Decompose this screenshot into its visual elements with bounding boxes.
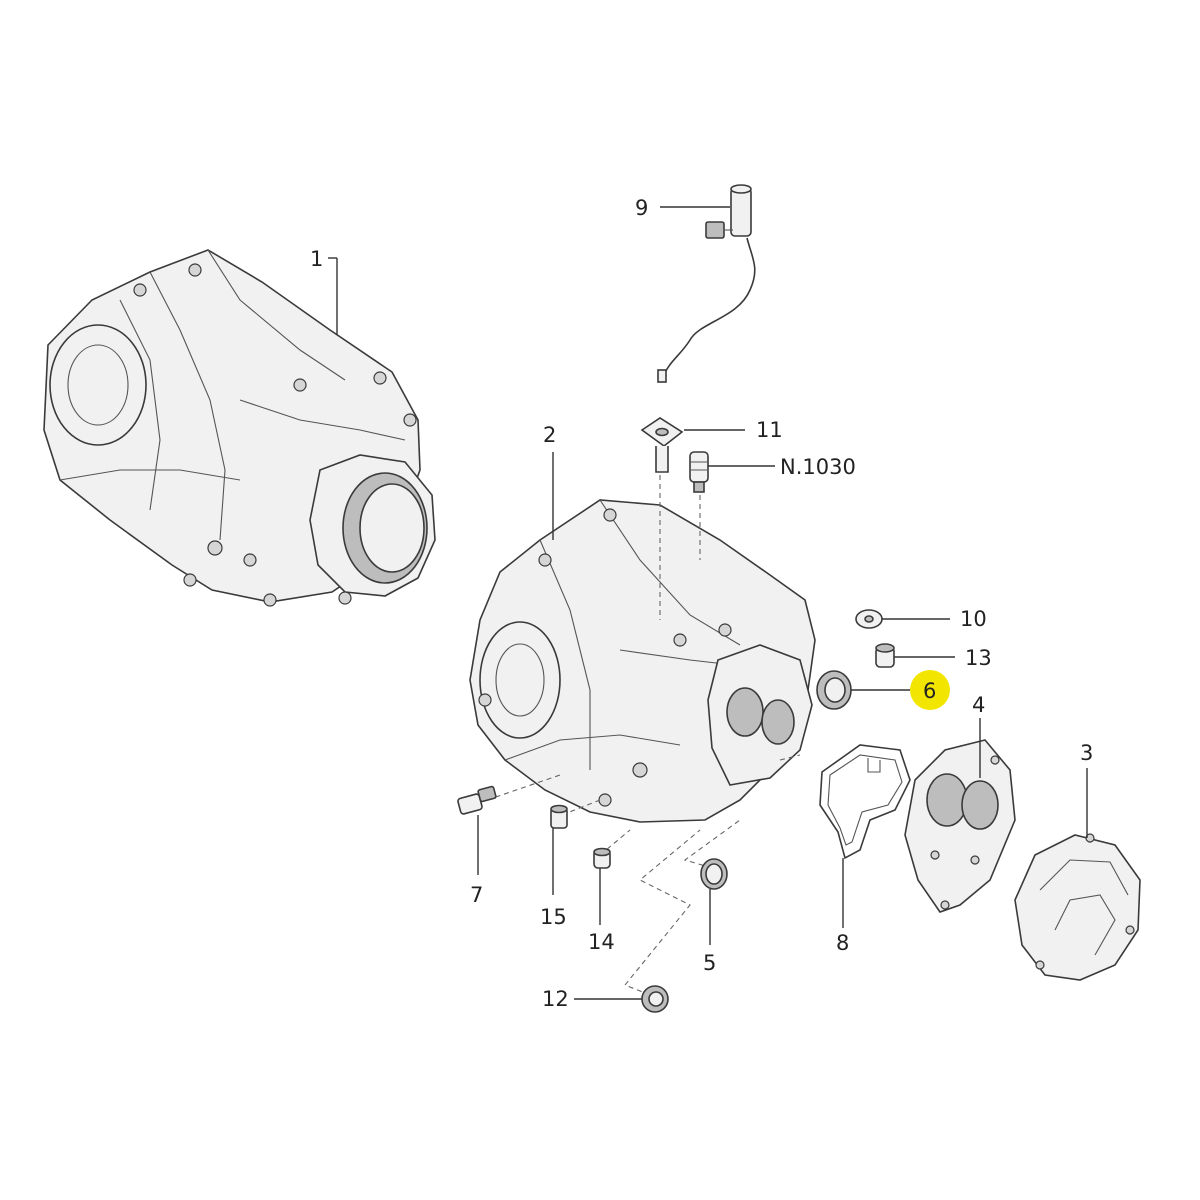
gearbox-assembly-part-1	[43, 249, 436, 607]
callout-1: 1	[310, 247, 323, 271]
bushing-part-13	[875, 643, 895, 668]
callout-15: 15	[540, 905, 567, 929]
callout-11: 11	[756, 418, 783, 442]
highlight-marker	[910, 670, 950, 710]
callout-14: 14	[588, 930, 615, 954]
gasket-part-8	[819, 744, 911, 860]
gearbox-housing-part-2	[469, 499, 816, 823]
sensor-cable-part-9	[657, 184, 756, 383]
callout-10: 10	[960, 607, 987, 631]
oil-seal-part-6	[816, 670, 852, 710]
flange-plate-part-11	[640, 417, 684, 473]
washer-part-10	[855, 609, 883, 629]
plug-part-15	[550, 804, 568, 829]
callout-13: 13	[965, 646, 992, 670]
callout-6: 6	[923, 679, 936, 703]
callout-8: 8	[836, 931, 849, 955]
callout-9: 9	[635, 196, 648, 220]
callout-4: 4	[972, 693, 985, 717]
bushing-part-14	[593, 847, 611, 869]
plug-part-n1030	[689, 451, 709, 493]
callout-7: 7	[470, 883, 483, 907]
callout-n1030: N.1030	[780, 455, 856, 479]
callout-3: 3	[1080, 741, 1093, 765]
sensor-part-7	[457, 785, 497, 815]
seal-ring-part-5	[700, 858, 728, 890]
intermediate-plate-part-4	[904, 739, 1016, 913]
callout-2: 2	[543, 423, 556, 447]
seal-part-12	[641, 985, 669, 1013]
callout-12: 12	[542, 987, 569, 1011]
rear-cover-part-3	[1014, 833, 1141, 981]
callout-5: 5	[703, 951, 716, 975]
